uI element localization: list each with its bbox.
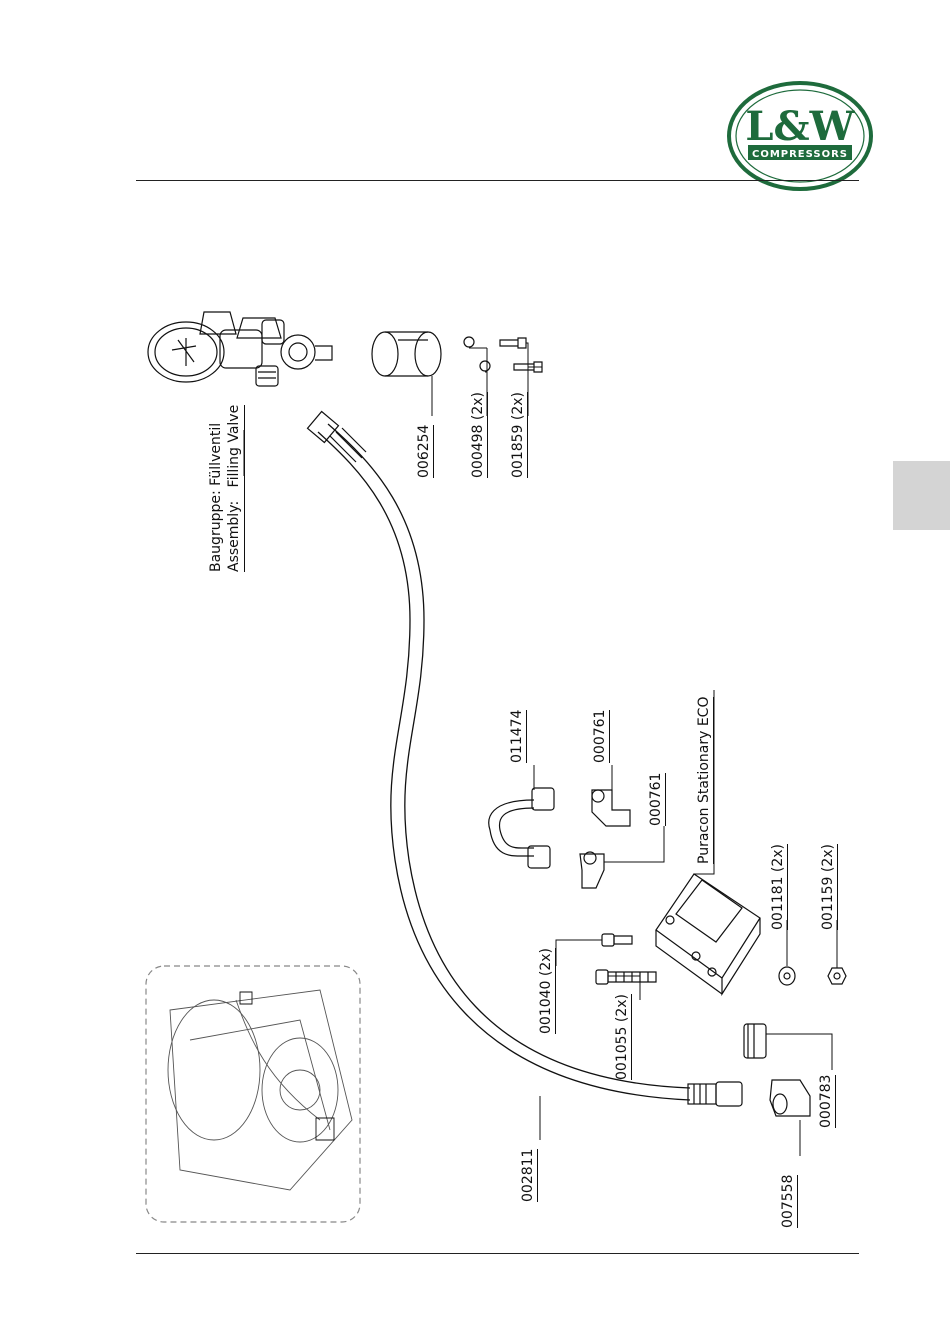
assembly-label-en: Assembly: Filling Valve (226, 405, 245, 572)
part-label-001859: 001859 (2x) (510, 392, 528, 478)
sleeve-006254 (372, 332, 441, 376)
part-label-000783: 000783 (818, 1075, 836, 1128)
puracon-filter-block (656, 874, 760, 994)
part-label-001159: 001159 (2x) (820, 844, 838, 930)
assembly-label-de: Baugruppe: Füllventil (208, 423, 225, 572)
screw-001040 (602, 934, 632, 946)
fitting-007558 (770, 1080, 810, 1116)
part-label-000498: 000498 (2x) (470, 392, 488, 478)
u-tube-011474 (489, 788, 554, 868)
washer-001181 (779, 967, 795, 985)
part-label-000761-a: 000761 (592, 710, 610, 763)
nut-001159 (828, 968, 846, 984)
screw-001055 (596, 970, 656, 984)
part-label-001181: 001181 (2x) (770, 844, 788, 930)
screw-001859-a (500, 338, 526, 348)
overview-machine-illustration (168, 990, 352, 1190)
part-label-002811: 002811 (520, 1149, 538, 1202)
elbow-000761-a (592, 790, 630, 826)
elbow-000761-b (580, 852, 604, 888)
part-label-puracon: Puracon Stationary ECO (696, 697, 714, 864)
part-label-000761-b: 000761 (648, 773, 666, 826)
part-label-007558: 007558 (780, 1175, 798, 1228)
part-label-011474: 011474 (509, 710, 527, 763)
filling-valve-illustration (148, 312, 332, 386)
washer-000498-a (464, 337, 474, 347)
washer-000498-b (480, 361, 490, 371)
fitting-000783 (744, 1024, 766, 1058)
part-label-001040: 001040 (2x) (538, 948, 556, 1034)
part-label-006254: 006254 (416, 425, 434, 478)
part-label-001055: 001055 (2x) (614, 994, 632, 1080)
